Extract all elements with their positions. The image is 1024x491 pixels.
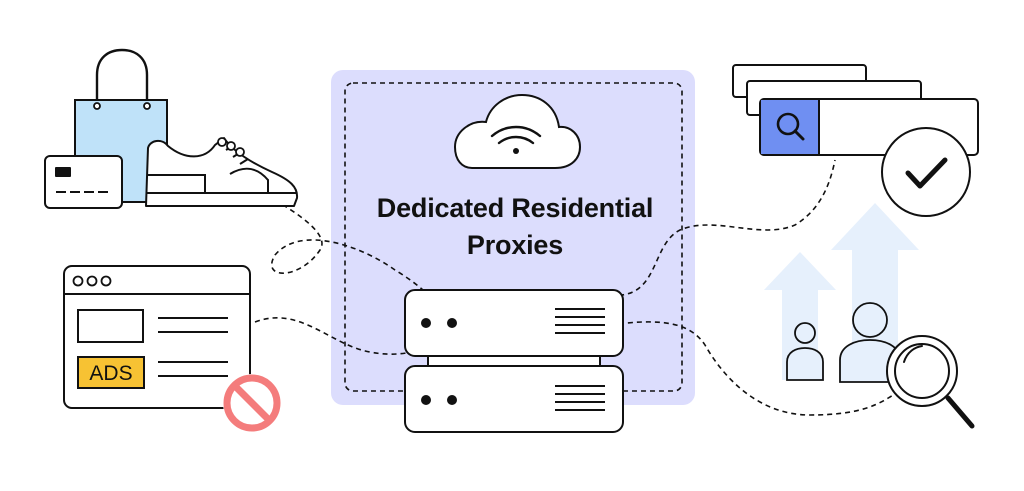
server-unit-top xyxy=(404,289,624,357)
title-line-2: Proxies xyxy=(466,230,564,260)
server-connector xyxy=(427,355,601,367)
ads-label: ADS xyxy=(89,362,132,385)
ads-badge xyxy=(77,356,145,389)
search-icon xyxy=(776,112,805,141)
page-title: Dedicated Residential Proxies xyxy=(330,190,700,264)
checkmark-icon xyxy=(881,127,971,217)
users-icon xyxy=(786,302,901,383)
browser-window-icon: ADS xyxy=(63,265,251,409)
prohibited-icon xyxy=(223,374,281,432)
title-line-1: Dedicated Residential xyxy=(376,193,654,223)
proxy-panel-dashed-border xyxy=(344,82,683,392)
server-icon xyxy=(404,289,624,433)
cloud-wifi-icon xyxy=(453,93,582,169)
server-unit-bottom xyxy=(404,365,624,433)
sneaker-icon xyxy=(145,137,299,207)
credit-card-icon xyxy=(44,155,123,209)
arrow-up-icon xyxy=(764,203,919,382)
magnifier-icon xyxy=(886,335,975,429)
connection-lines xyxy=(254,159,901,416)
